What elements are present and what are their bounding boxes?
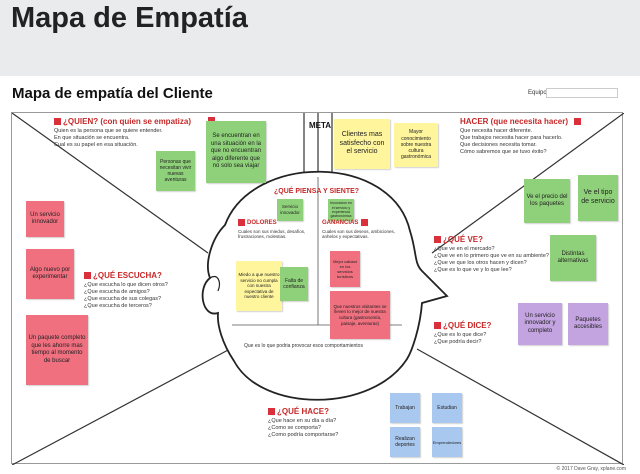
- hacer-desc-4: Cómo sabremos que se tuvo éxito?: [460, 148, 547, 155]
- escucha-desc-2: ¿Que escucha de amigos?: [84, 288, 150, 295]
- escucha-desc-4: ¿Que escucha de terceros?: [84, 302, 152, 309]
- escucha-heading: ¿QUÉ ESCUCHA?: [93, 271, 162, 280]
- sticky-note[interactable]: Personas que necesitan vivir nuevas aven…: [156, 151, 195, 191]
- ve-desc-3: ¿Que ve que los otros hacen y dicen?: [434, 259, 527, 266]
- ganancias-section: GANANCIAS Cuales son sus deseos, ambicio…: [322, 219, 402, 240]
- sticky-note[interactable]: Trabajan: [390, 393, 420, 423]
- ve-section: ¿QUÉ VE? ¿Que ve en el mercado? ¿Que ve …: [434, 235, 554, 274]
- sticky-note[interactable]: Un servicio innovador y completo: [518, 303, 562, 345]
- sticky-note[interactable]: Que nuestros visitantes se lleven lo mej…: [330, 291, 390, 339]
- ve-desc-1: ¿Que ve en el mercado?: [434, 246, 495, 252]
- ve-desc-4: ¿Que es lo que ve y lo que lee?: [434, 266, 512, 273]
- hacer-desc-3: Que decisiones necesita tomar.: [460, 141, 537, 148]
- sticky-note[interactable]: Un paquete completo que les ahorre mas t…: [26, 315, 88, 385]
- quien-heading: ¿QUIEN? (con quien se empatiza): [63, 117, 192, 126]
- hace-heading: ¿QUÉ HACE?: [277, 407, 329, 416]
- hacer-section: HACER (que necesita hacer) Que necesita …: [460, 117, 610, 156]
- sticky-note[interactable]: Estudian: [432, 393, 462, 423]
- sticky-note[interactable]: Servicio innovador: [277, 199, 303, 221]
- piensa-heading: ¿QUÉ PIENSA Y SIENTE?: [274, 188, 360, 195]
- empathy-map-board: Mapa de empatía del Cliente Equipo ¿QUIE…: [0, 76, 640, 474]
- ve-heading: ¿QUÉ VE?: [443, 235, 484, 244]
- page-title: Mapa de Empatía: [11, 2, 248, 34]
- team-label: Equipo: [528, 90, 547, 96]
- meta-label: META: [309, 121, 332, 130]
- sticky-note[interactable]: Se encuentran en una situación en la que…: [206, 121, 266, 183]
- hace-desc-3: ¿Como podría comportarse?: [268, 431, 339, 438]
- piensa-bottom: Que es lo que podria provocar esos compo…: [244, 343, 363, 349]
- sticky-note[interactable]: Ve el tipo de servicio: [578, 175, 618, 221]
- hace-desc-1: ¿Que hace en su día a día?: [268, 418, 337, 424]
- map-canvas: ¿QUIEN? (con quien se empatiza) Quien es…: [11, 112, 624, 465]
- sticky-note[interactable]: Mayor conocimiento sobre nuestra cultura…: [394, 123, 438, 167]
- sticky-note[interactable]: Realizan deportes: [390, 427, 420, 457]
- hace-section: ¿QUÉ HACE? ¿Que hace en su día a día? ¿C…: [268, 407, 368, 439]
- team-input[interactable]: [546, 88, 618, 98]
- dice-section: ¿QUÉ DICE? ¿Que es lo que dice? ¿Que pod…: [434, 321, 544, 346]
- sticky-note[interactable]: Clientes mas satisfecho con el servicio: [334, 119, 390, 169]
- sticky-note[interactable]: Miedo a que nuestro servicio no cumpla c…: [236, 261, 282, 311]
- dolores-section: DOLORES Cuales son sus miedos, desafíos,…: [238, 219, 314, 240]
- quien-desc-3: Cual es su papel en esa situación.: [54, 141, 138, 148]
- sticky-note[interactable]: Paquetes accesibles: [568, 303, 608, 345]
- hacer-desc-1: Que necesita hacer diferente.: [460, 128, 533, 134]
- sticky-note[interactable]: Mejor calidad en los servicios turístico…: [330, 251, 360, 287]
- quien-section: ¿QUIEN? (con quien se empatiza) Quien es…: [54, 117, 204, 149]
- dolores-label: DOLORES: [247, 220, 277, 227]
- dolores-desc: Cuales son sus miedos, desafíos, frustra…: [238, 228, 306, 240]
- sticky-note[interactable]: Falta de confianza: [280, 267, 308, 301]
- ve-desc-2: ¿Que ve en lo primero que ve en su ambie…: [434, 252, 549, 259]
- ganancias-label: GANANCIAS: [322, 220, 359, 227]
- sticky-note[interactable]: Ve el precio del los paquetes: [524, 179, 570, 223]
- sticky-note[interactable]: Emprendedores: [432, 427, 462, 457]
- escucha-desc-3: ¿Que escucha de sus colegas?: [84, 295, 162, 302]
- dice-desc-1: ¿Que es lo que dice?: [434, 332, 487, 338]
- board-title: Mapa de empatía del Cliente: [12, 85, 213, 102]
- hacer-heading: HACER (que necesita hacer): [460, 117, 569, 126]
- dice-desc-2: ¿Que podría decir?: [434, 338, 482, 345]
- quien-desc-1: Quien es la persona que se quiere entend…: [54, 128, 163, 134]
- quien-desc-2: En que situación se encuentra.: [54, 134, 130, 141]
- sticky-note[interactable]: Algo nuevo por experimentar: [26, 249, 74, 299]
- ganancias-desc: Cuales son sus deseos, ambiciones, anhel…: [322, 228, 396, 240]
- escucha-section: ¿QUÉ ESCUCHA? ¿Que escucha lo que dicen …: [84, 271, 194, 310]
- copyright: © 2017 Dave Gray, xplane.com: [556, 466, 626, 472]
- dice-heading: ¿QUÉ DICE?: [443, 321, 492, 330]
- sticky-note[interactable]: Un servicio innovador: [26, 201, 64, 237]
- escucha-desc-1: ¿Que escucha lo que dicen otros?: [84, 282, 168, 288]
- sticky-note[interactable]: Distintas alternativas: [550, 235, 596, 281]
- piensa-section: ¿QUÉ PIENSA Y SIENTE?: [274, 188, 374, 198]
- sticky-note[interactable]: Innovacion en el servicio y experiencia …: [328, 199, 354, 221]
- hacer-desc-2: Que trabajos necesita hacer para hacerlo…: [460, 134, 563, 141]
- hace-desc-2: ¿Como se comporta?: [268, 424, 321, 431]
